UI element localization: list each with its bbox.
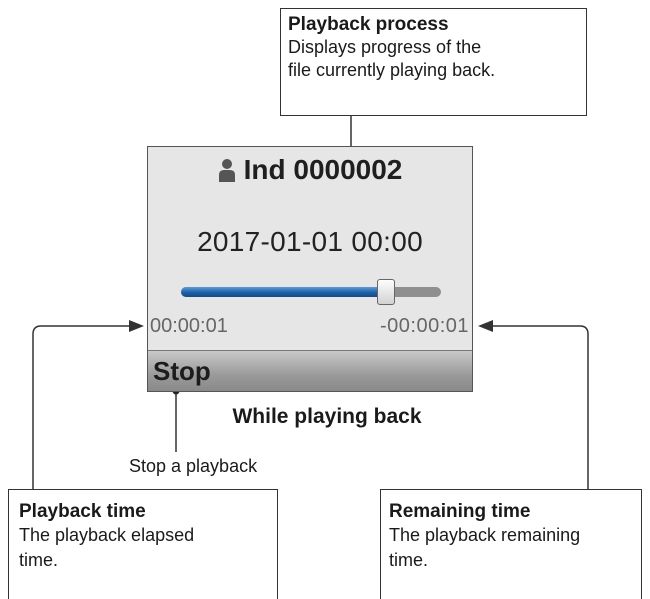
stop-softkey[interactable]: Stop (153, 356, 211, 386)
device-screen: Ind 0000002 2017-01-01 00:00 00:00:01 -0… (147, 146, 473, 392)
callout-playback-process: Playback process Displays progress of th… (280, 8, 587, 116)
callout-title: Playback process (288, 14, 449, 35)
elapsed-pointer-arrowhead (129, 320, 144, 332)
callout-line: The playback remaining (389, 525, 581, 545)
screen-title: Ind 0000002 (243, 154, 403, 185)
callout-line: time. (19, 550, 59, 570)
softkey-bar[interactable]: Stop (148, 350, 472, 391)
remaining-pointer-line (490, 325, 589, 489)
callout-line: time. (389, 550, 429, 570)
callout-line: Displays progress of the (288, 37, 482, 57)
callout-remaining-time: Remaining time The playback remaining ti… (380, 489, 642, 599)
remaining-pointer-arrowhead (478, 320, 493, 332)
progress-bar[interactable] (181, 287, 441, 297)
callout-title: Playback time (19, 501, 146, 522)
callout-title: Remaining time (389, 501, 531, 522)
elapsed-time: 00:00:01 (150, 315, 228, 337)
caption: While playing back (232, 405, 422, 428)
elapsed-pointer-line (32, 325, 132, 489)
progress-fill (181, 287, 386, 297)
callout-line: The playback elapsed (19, 525, 195, 545)
callout-playback-time: Playback time The playback elapsed time. (8, 489, 278, 599)
stop-note: Stop a playback (129, 456, 258, 476)
remaining-time: -00:00:01 (379, 315, 469, 337)
screen-title-row: Ind 0000002 (148, 153, 472, 190)
progress-thumb[interactable] (377, 279, 395, 305)
date-time: 2017-01-01 00:00 (197, 226, 423, 257)
callout-line: file currently playing back. (288, 60, 496, 80)
person-icon (218, 156, 236, 190)
